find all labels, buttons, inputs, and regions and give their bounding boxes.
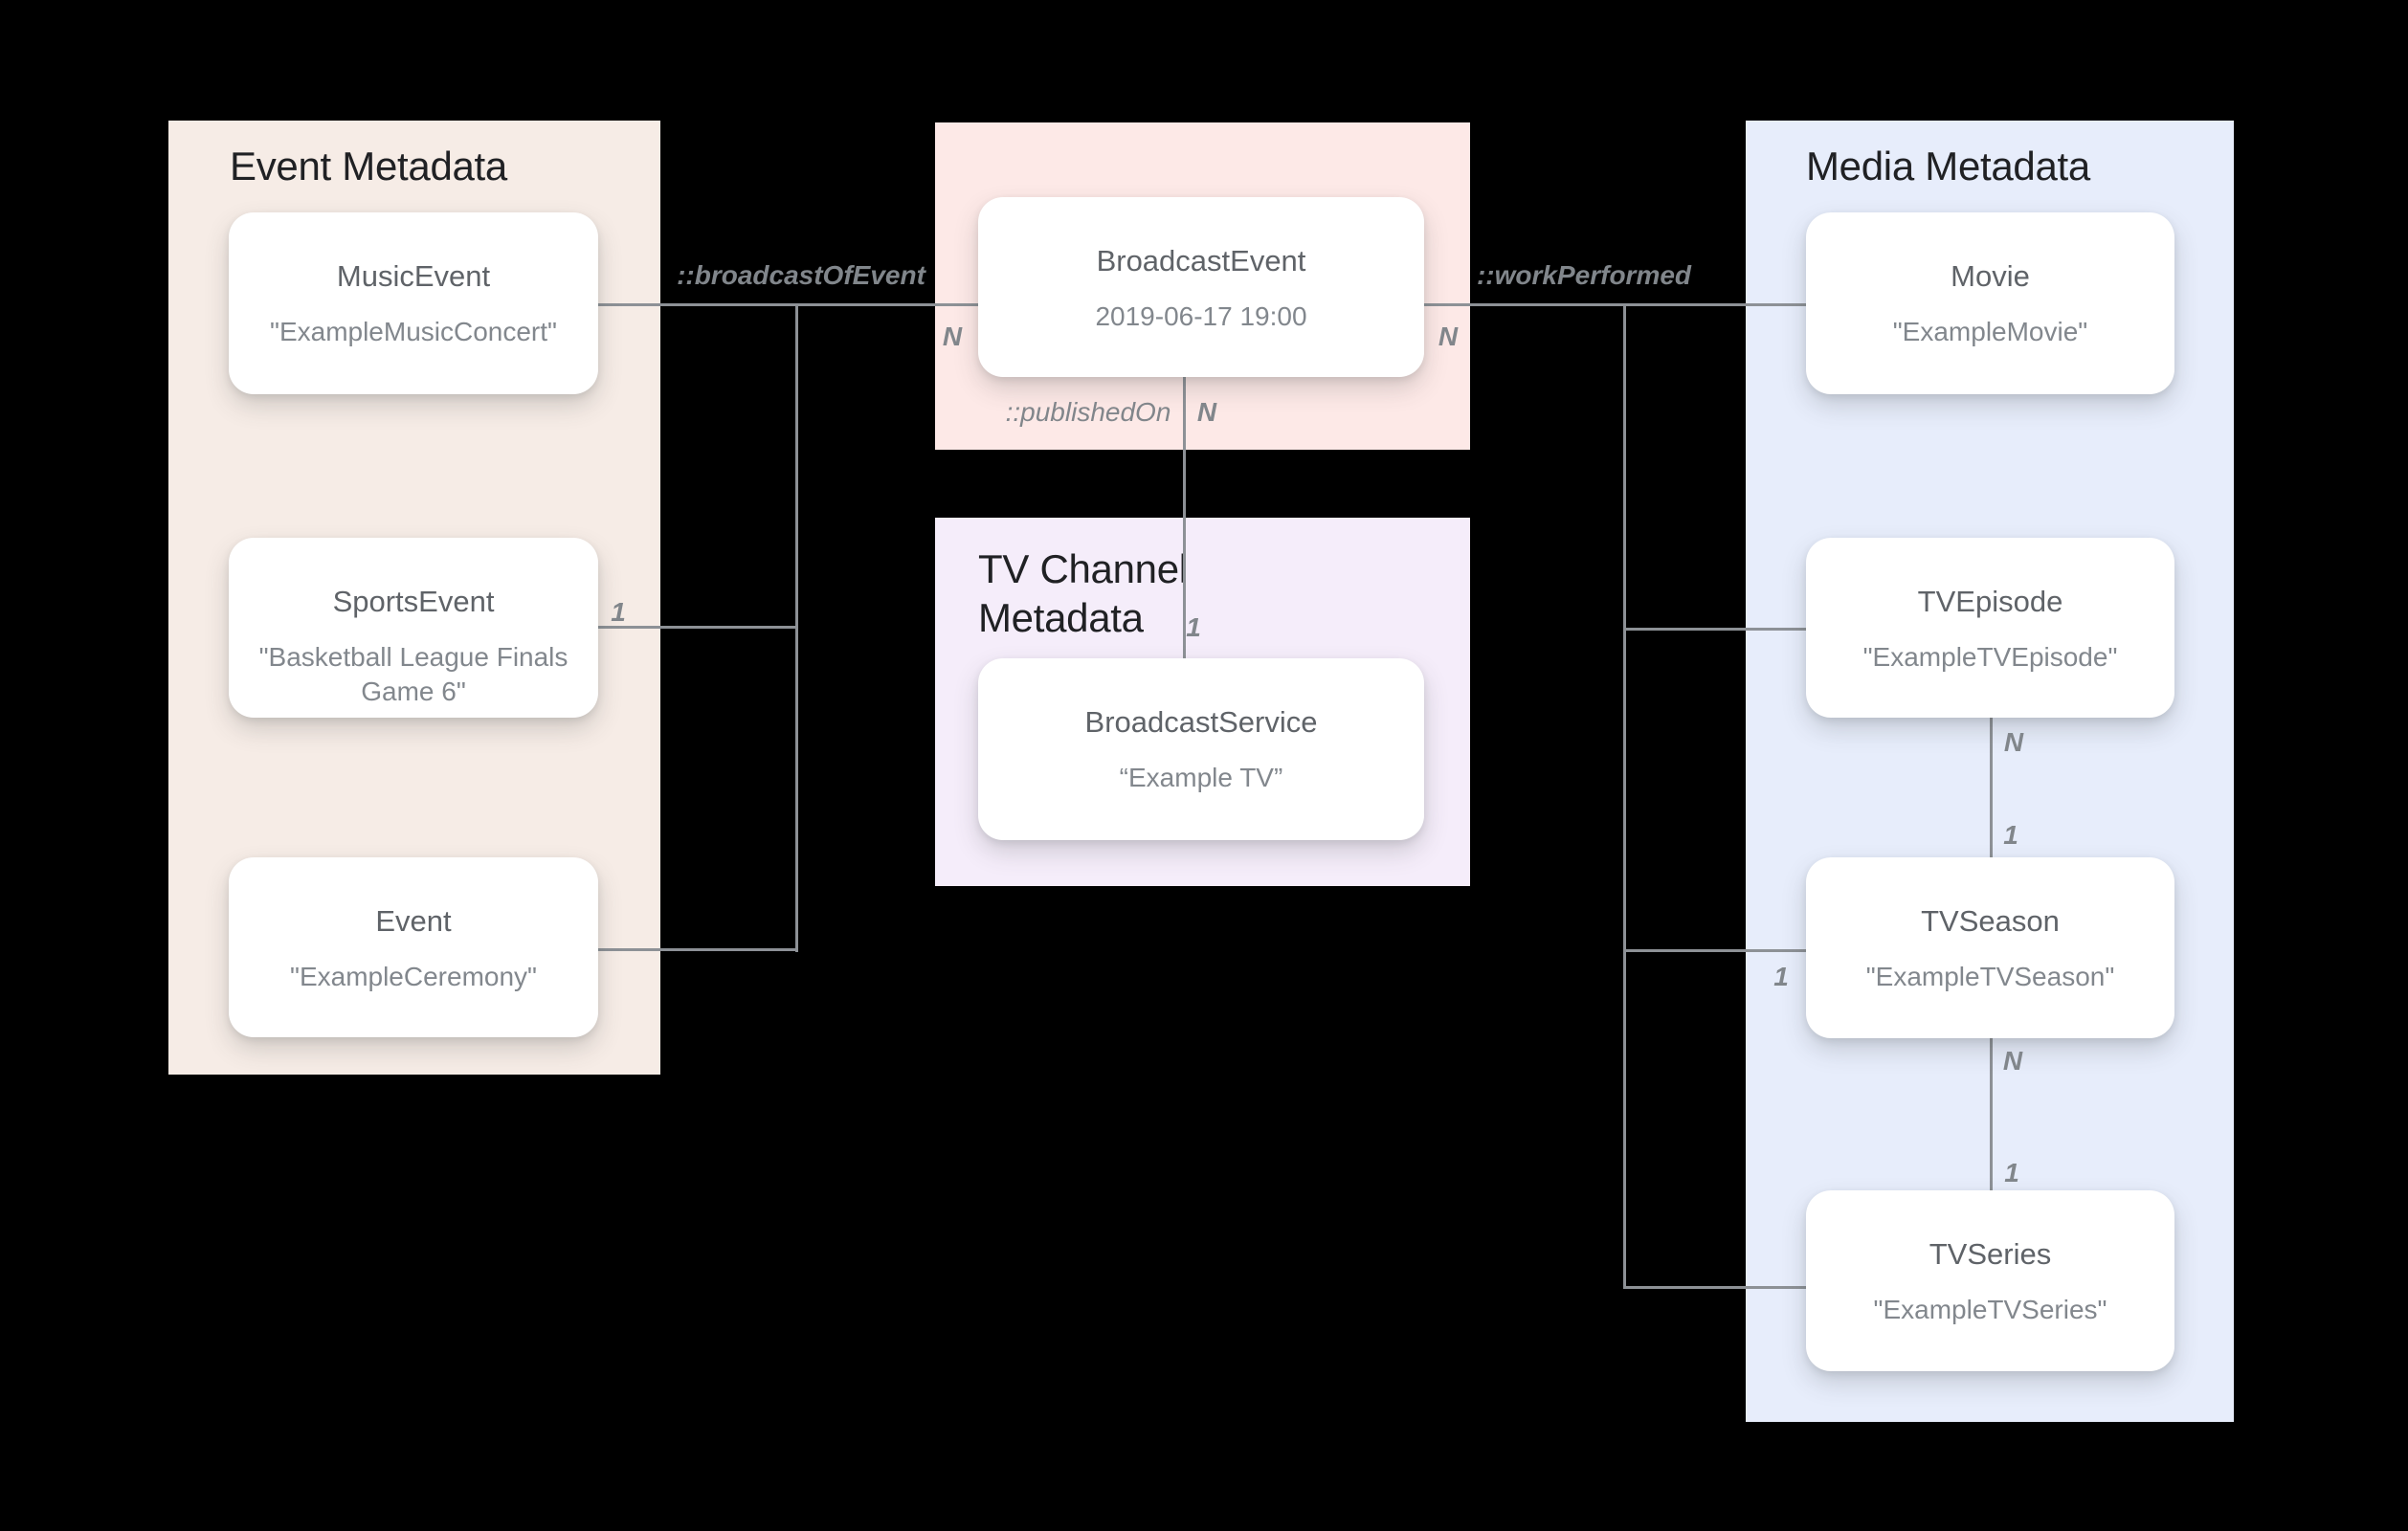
cardinality-workperformed-n: N <box>1438 322 1459 351</box>
connector-tvseason-tvseries <box>1990 1038 1993 1190</box>
relation-workperformed-label: ::workPerformed <box>1476 260 1692 290</box>
node-tv-series-example: "ExampleTVSeries" <box>1873 1294 2107 1324</box>
node-tv-season-example: "ExampleTVSeason" <box>1865 961 2115 991</box>
node-music-event: MusicEvent "ExampleMusicConcert" <box>229 212 598 394</box>
node-music-event-example: "ExampleMusicConcert" <box>270 316 557 346</box>
connector-musicevent-broadcastevent <box>598 303 978 306</box>
node-broadcast-event: BroadcastEvent 2019-06-17 19:00 <box>978 197 1424 377</box>
node-event-title: Event <box>375 904 452 938</box>
cardinality-publishedon-1: 1 <box>1186 612 1201 642</box>
connector-broadcastevent-movie <box>1424 303 1806 306</box>
node-tv-episode-title: TVEpisode <box>1917 585 2063 618</box>
media-metadata-panel-title: Media Metadata <box>1806 144 2090 189</box>
cardinality-publishedon-n: N <box>1196 397 1217 427</box>
connector-right-trunk <box>1623 303 1626 1289</box>
event-metadata-panel-title: Event Metadata <box>230 144 507 189</box>
cardinality-season-series-n: N <box>2002 1046 2023 1076</box>
cardinality-tvseason-1: 1 <box>1773 962 1789 991</box>
node-sports-event: SportsEvent "Basketball League Finals Ga… <box>229 538 598 718</box>
node-tv-episode: TVEpisode "ExampleTVEpisode" <box>1806 538 2174 718</box>
node-sports-event-example: "Basketball League Finals Game 6" <box>258 641 569 707</box>
node-tv-series: TVSeries "ExampleTVSeries" <box>1806 1190 2174 1371</box>
connector-tvseason-branch <box>1623 949 1806 952</box>
node-sports-event-title: SportsEvent <box>332 585 495 618</box>
node-tv-episode-example: "ExampleTVEpisode" <box>1862 641 2118 672</box>
cardinality-broadcastofevent-n: N <box>942 322 963 351</box>
node-broadcast-event-datetime: 2019-06-17 19:00 <box>1095 300 1307 331</box>
node-movie: Movie "ExampleMovie" <box>1806 212 2174 394</box>
node-event-example: "ExampleCeremony" <box>290 961 537 991</box>
cardinality-episode-season-n: N <box>2003 727 2024 757</box>
connector-publishedon <box>1183 377 1186 658</box>
relation-broadcastofevent-label: ::broadcastOfEvent <box>677 260 925 290</box>
connector-tvepisode-branch <box>1623 628 1806 631</box>
cardinality-season-series-1: 1 <box>2004 1158 2019 1187</box>
node-tv-season: TVSeason "ExampleTVSeason" <box>1806 857 2174 1038</box>
connector-sportsevent-branch <box>598 626 798 629</box>
node-tv-season-title: TVSeason <box>1921 904 2060 938</box>
node-music-event-title: MusicEvent <box>336 259 491 293</box>
connector-tvseries-branch <box>1623 1286 1806 1289</box>
node-event: Event "ExampleCeremony" <box>229 857 598 1037</box>
node-movie-title: Movie <box>1951 259 2030 293</box>
node-broadcast-event-title: BroadcastEvent <box>1096 244 1306 277</box>
node-broadcast-service-example: “Example TV” <box>1119 762 1283 792</box>
tv-channel-metadata-panel-title: TV Channel Metadata <box>978 546 1188 641</box>
node-broadcast-service: BroadcastService “Example TV” <box>978 658 1424 840</box>
cardinality-sportsevent-1: 1 <box>611 597 626 627</box>
node-broadcast-service-title: BroadcastService <box>1084 705 1318 739</box>
connector-event-branch <box>598 948 798 951</box>
node-tv-series-title: TVSeries <box>1929 1237 2052 1271</box>
node-movie-example: "ExampleMovie" <box>1892 316 2088 346</box>
cardinality-episode-season-1: 1 <box>2003 820 2018 850</box>
relation-publishedon-label: ::publishedOn <box>1005 397 1171 427</box>
connector-tvepisode-tvseason <box>1990 718 1993 857</box>
